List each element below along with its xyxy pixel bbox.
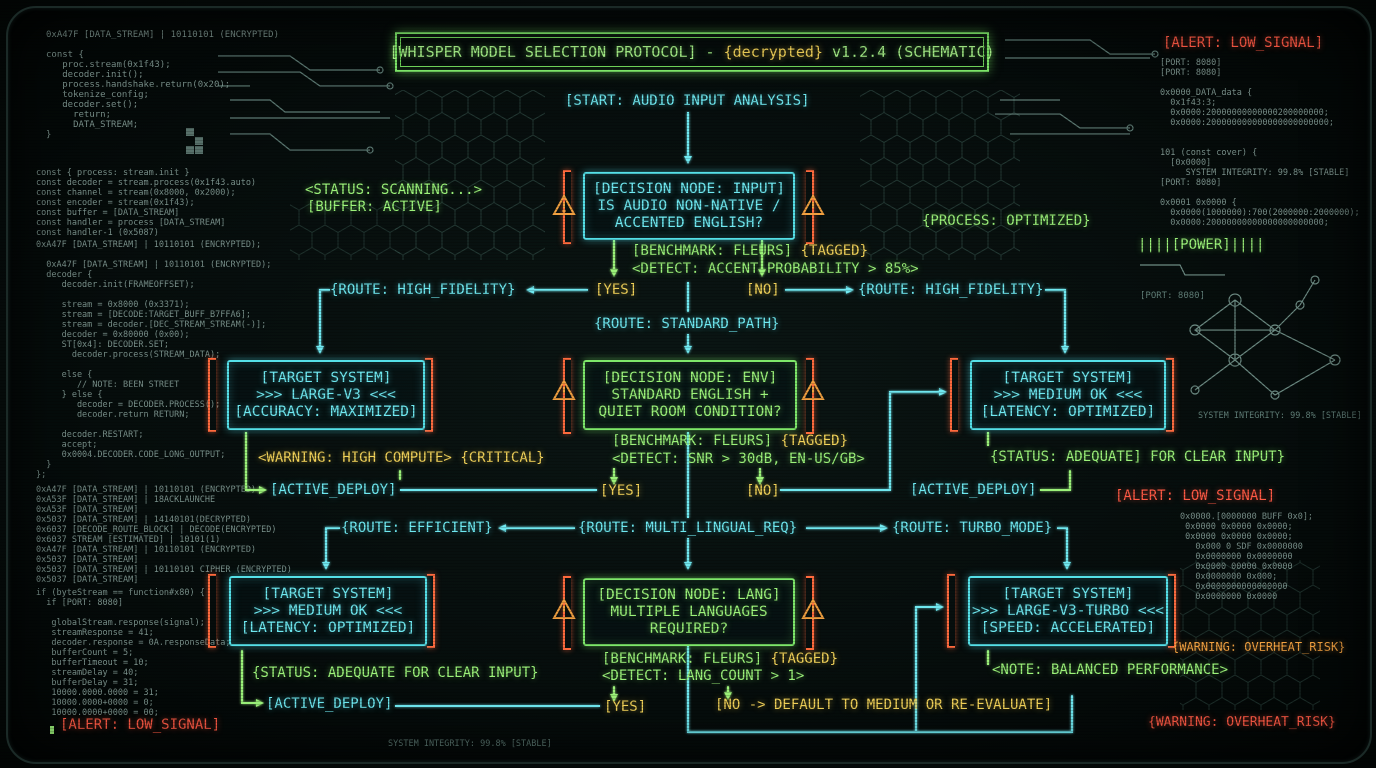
route-standard-path: {ROUTE: STANDARD_PATH} bbox=[594, 316, 780, 332]
answer-yes-1: [YES] bbox=[595, 282, 638, 298]
diagram-title: [WHISPER MODEL SELECTION PROTOCOL] - {de… bbox=[389, 43, 995, 61]
code-block-left-b: const { process: stream.init } const dec… bbox=[36, 168, 257, 238]
target-large-v3-turbo: [TARGET SYSTEM] >>> LARGE-V3-TURBO <<< [… bbox=[968, 576, 1168, 646]
benchmark-2: [BENCHMARK: FLEURS] {TAGGED} bbox=[612, 433, 849, 449]
benchmark-3-detect: <DETECT: LANG_COUNT > 1> bbox=[602, 668, 805, 684]
status-adequate-2: {STATUS: ADEQUATE FOR CLEAR INPUT} bbox=[252, 665, 539, 681]
route-efficient: {ROUTE: EFFICIENT} bbox=[341, 520, 493, 536]
route-high-fidelity-left: {ROUTE: HIGH_FIDELITY} bbox=[330, 282, 516, 298]
code-block-left-e: if (byteStream == function#x80) { if [PO… bbox=[36, 588, 231, 718]
target-medium-2: [TARGET SYSTEM] >>> MEDIUM OK <<< [LATEN… bbox=[229, 576, 427, 646]
title-banner: [WHISPER MODEL SELECTION PROTOCOL] - {de… bbox=[389, 32, 995, 72]
hex-grid-mid-left bbox=[290, 200, 400, 260]
active-deploy-1: [ACTIVE_DEPLOY] bbox=[270, 482, 397, 498]
circuit-lines-left bbox=[218, 55, 394, 154]
answer-yes-2: [YES] bbox=[600, 483, 643, 499]
benchmark-2-detect: <DETECT: SNR > 30dB, EN-US/GB> bbox=[612, 451, 865, 467]
answer-no-1: [NO] bbox=[746, 282, 780, 298]
decision-node-input: [DECISION NODE: INPUT] IS AUDIO NON-NATI… bbox=[583, 172, 795, 240]
active-deploy-3: [ACTIVE_DEPLOY] bbox=[266, 696, 393, 712]
answer-yes-3: [YES] bbox=[604, 699, 647, 715]
route-multi-lingual: {ROUTE: MULTI_LINGUAL_REQ} bbox=[578, 520, 798, 536]
answer-no-3: [NO -> DEFAULT TO MEDIUM OR RE-EVALUATE] bbox=[715, 697, 1053, 713]
note-balanced-performance: <NOTE: BALANCED PERFORMANCE> bbox=[992, 662, 1229, 678]
status-adequate-1: {STATUS: ADEQUATE] FOR CLEAR INPUT} bbox=[990, 449, 1286, 465]
target-large-v3: [TARGET SYSTEM] >>> LARGE-V3 <<< [ACCURA… bbox=[227, 360, 425, 430]
system-integrity-right: SYSTEM INTEGRITY: 99.8% [STABLE] bbox=[1198, 411, 1362, 421]
pixel-blocks bbox=[186, 128, 203, 154]
benchmark-1-detect: <DETECT: ACCENT PROBABILITY > 85%> bbox=[632, 261, 919, 277]
code-block-right-b: 0x0000.[0000000 BUFF 0x0]; 0x0000 0x0000… bbox=[1180, 512, 1314, 602]
system-integrity-bottom: SYSTEM INTEGRITY: 99.8% [STABLE] bbox=[388, 739, 552, 749]
alert-low-signal-top: [ALERT: LOW_SIGNAL] bbox=[1163, 35, 1324, 51]
status-scanning: <STATUS: SCANNING...> bbox=[305, 182, 483, 198]
warning-overheat-2: {WARNING: OVERHEAT_RISK} bbox=[1148, 715, 1336, 730]
hex-grid-left bbox=[395, 90, 545, 260]
hex-grid-bottom-right bbox=[1180, 560, 1320, 710]
active-deploy-2: [ACTIVE_DEPLOY] bbox=[910, 482, 1037, 498]
code-block-left-a: 0xA47F [DATA_STREAM] | 10110101 (ENCRYPT… bbox=[46, 30, 279, 140]
decision-node-lang: [DECISION NODE: LANG] MULTIPLE LANGUAGES… bbox=[583, 578, 795, 646]
warning-high-compute: <WARNING: HIGH COMPUTE> {CRITICAL} bbox=[258, 450, 545, 466]
benchmark-1: [BENCHMARK: FLEURS] {TAGGED} bbox=[632, 243, 869, 259]
route-turbo-mode: {ROUTE: TURBO_MODE} bbox=[892, 520, 1053, 536]
route-high-fidelity-right: {ROUTE: HIGH_FIDELITY} bbox=[858, 282, 1044, 298]
start-label: [START: AUDIO INPUT ANALYSIS] bbox=[565, 93, 810, 109]
circuit-lines-right bbox=[995, 39, 1159, 135]
network-graph bbox=[1140, 264, 1341, 400]
code-block-left-c: 0xA47F [DATA_STREAM] | 10110101 (ENCRYPT… bbox=[36, 240, 272, 480]
process-optimized: {PROCESS: OPTIMIZED} bbox=[922, 213, 1091, 229]
warning-overheat-1: {WARNING: OVERHEAT_RISK} bbox=[1172, 640, 1346, 654]
code-block-left-d: 0xA47F [DATA_STREAM] | 10110101 (ENCRYPT… bbox=[36, 485, 292, 585]
code-block-right-a: [PORT: 8080] [PORT: 8080] 0x0000_DATA_da… bbox=[1160, 58, 1360, 228]
alert-low-signal-bottom: [ALERT: LOW_SIGNAL] bbox=[60, 717, 221, 733]
cursor bbox=[50, 726, 54, 734]
decision-node-env: [DECISION NODE: ENV] STANDARD ENGLISH + … bbox=[583, 360, 797, 430]
answer-no-2: [NO] bbox=[746, 483, 780, 499]
target-medium-1: [TARGET SYSTEM] >>> MEDIUM OK <<< [LATEN… bbox=[970, 360, 1166, 430]
alert-low-signal-mid: [ALERT: LOW_SIGNAL] bbox=[1115, 488, 1276, 504]
buffer-active: [BUFFER: ACTIVE] bbox=[307, 199, 442, 215]
benchmark-3: [BENCHMARK: FLEURS] {TAGGED} bbox=[602, 651, 839, 667]
hex-grid-right bbox=[860, 90, 1020, 260]
power-indicator: ||||[POWER]|||| bbox=[1138, 237, 1265, 253]
port-label: [PORT: 8080] bbox=[1140, 291, 1206, 301]
